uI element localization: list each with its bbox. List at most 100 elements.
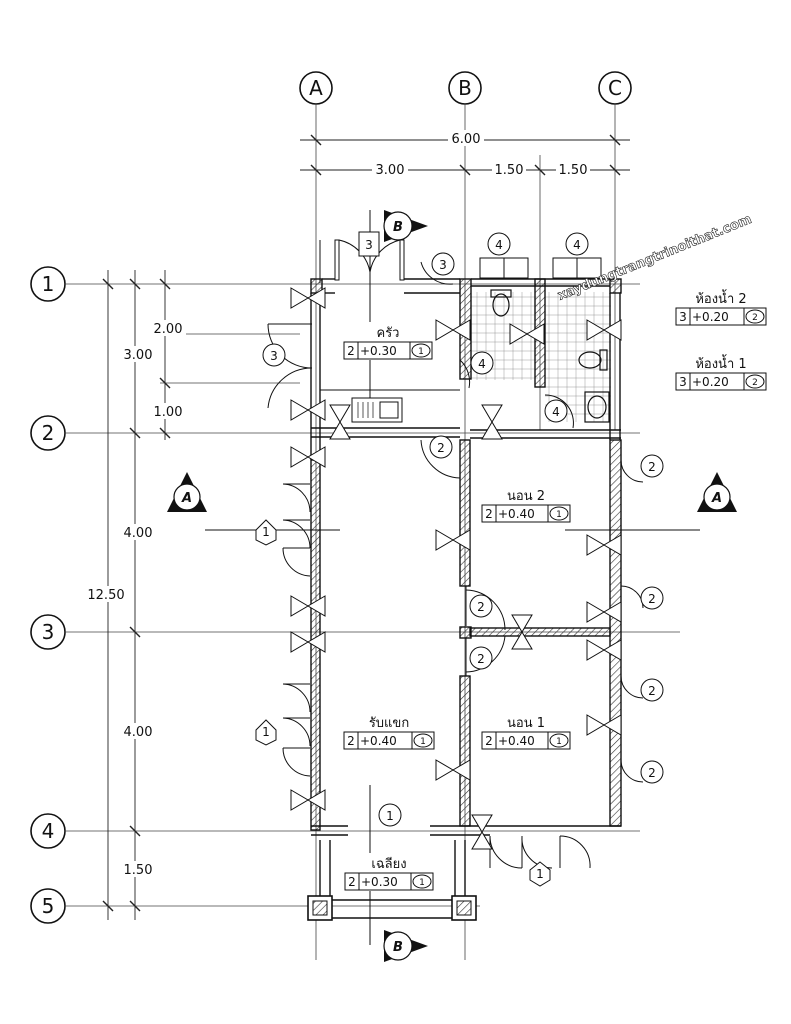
dim-total-length: 12.50 <box>87 588 124 603</box>
svg-text:4: 4 <box>573 238 581 252</box>
dim-span-4-5: 1.50 <box>124 863 153 878</box>
opening-marker <box>586 601 605 623</box>
columns <box>307 895 477 921</box>
room-level: +0.40 <box>498 734 535 748</box>
door-tag: 2 <box>429 435 453 459</box>
dimension-labels: 6.00 3.00 1.50 1.50 12.50 3.00 4.00 4.00… <box>87 130 590 878</box>
opening-marker <box>435 529 454 551</box>
room-code: 3 <box>679 375 687 389</box>
door-tag: 4 <box>544 399 568 423</box>
room-level: +0.40 <box>498 507 535 521</box>
dim-span-mid-c: 1.50 <box>559 163 588 178</box>
opening-marker <box>307 789 326 811</box>
opening-marker <box>481 421 503 440</box>
door-tag: 3 <box>262 343 286 367</box>
tags: 3 3 3 4 4 4 4 2 2 2 2 2 2 2 1 1 1 1 <box>255 231 664 887</box>
window-tag: 2 <box>640 760 664 784</box>
svg-text:A: A <box>309 76 323 100</box>
grid-bubble-4: 4 <box>30 813 66 849</box>
svg-text:5: 5 <box>42 894 55 918</box>
svg-text:1: 1 <box>42 272 55 296</box>
opening-marker <box>452 529 471 551</box>
opening-marker <box>586 639 605 661</box>
room-level: +0.30 <box>360 344 397 358</box>
column-bubbles: A B C <box>299 71 632 105</box>
svg-text:3: 3 <box>439 258 447 272</box>
section-marker-b-bottom: B <box>369 785 428 962</box>
opening-marker <box>481 404 503 423</box>
opening-marker <box>603 639 622 661</box>
room-level: +0.20 <box>692 310 729 324</box>
grid-bubble-c: C <box>598 71 632 105</box>
opening-marker <box>290 399 309 421</box>
windows <box>479 257 602 279</box>
door-tag: 3 <box>431 252 455 276</box>
opening-marker <box>603 714 622 736</box>
grid-bubble-2: 2 <box>30 415 66 451</box>
room-code: 2 <box>348 875 356 889</box>
door-tag: 4 <box>470 351 494 375</box>
room-code: 2 <box>347 344 355 358</box>
section-marker-b-top: B <box>369 210 428 398</box>
opening-marker <box>290 789 309 811</box>
room-label-kitchen: ครัว 2 +0.30 1 <box>343 322 433 360</box>
dim-span-3-4: 4.00 <box>124 725 153 740</box>
room-floor: 1 <box>419 878 425 888</box>
room-code: 2 <box>485 507 493 521</box>
room-code: 2 <box>347 734 355 748</box>
opening-marker <box>290 595 309 617</box>
room-name: ครัว <box>377 326 400 341</box>
opening-marker <box>290 446 309 468</box>
opening-marker <box>307 631 326 653</box>
room-name: นอน 1 <box>507 716 545 731</box>
room-level: +0.20 <box>692 375 729 389</box>
svg-text:4: 4 <box>495 238 503 252</box>
svg-text:1: 1 <box>262 725 270 739</box>
svg-text:2: 2 <box>42 421 55 445</box>
svg-text:3: 3 <box>365 238 373 252</box>
room-floor: 2 <box>752 313 758 323</box>
opening-marker <box>307 446 326 468</box>
svg-text:4: 4 <box>42 819 55 843</box>
opening-marker <box>526 323 545 345</box>
svg-text:C: C <box>608 76 622 100</box>
svg-text:2: 2 <box>648 460 656 474</box>
svg-text:2: 2 <box>648 592 656 606</box>
room-level: +0.40 <box>360 734 397 748</box>
opening-marker <box>329 421 351 440</box>
washbasin-icon <box>584 391 610 423</box>
window-tag: 4 <box>565 232 589 256</box>
room-floor: 1 <box>556 737 562 747</box>
room-code: 2 <box>485 734 493 748</box>
opening-marker <box>603 534 622 556</box>
grid-bubble-a: A <box>299 71 333 105</box>
opening-marker <box>290 287 309 309</box>
dim-span-a-b: 3.00 <box>376 163 405 178</box>
room-name: ห้องน้ำ 1 <box>695 354 746 372</box>
dim-span-2-3: 4.00 <box>124 526 153 541</box>
window-tag: 1 <box>529 861 551 887</box>
room-name: นอน 2 <box>507 489 545 504</box>
room-floor: 1 <box>418 347 424 357</box>
opening-marker <box>290 631 309 653</box>
dim-span-b-mid: 1.50 <box>495 163 524 178</box>
opening-marker <box>452 759 471 781</box>
svg-text:3: 3 <box>42 620 55 644</box>
door-tag: 2 <box>469 594 493 618</box>
svg-text:4: 4 <box>478 357 486 371</box>
window-tag: 2 <box>640 678 664 702</box>
opening-marker <box>435 759 454 781</box>
opening-marker <box>307 287 326 309</box>
door-tag: 2 <box>469 646 493 670</box>
opening-marker <box>307 399 326 421</box>
svg-text:B: B <box>458 76 472 100</box>
opening-marker <box>471 831 493 850</box>
svg-text:2: 2 <box>437 441 445 455</box>
opening-marker <box>452 319 471 341</box>
toilet-icon <box>578 349 608 371</box>
grid-bubble-b: B <box>448 71 482 105</box>
doors <box>267 239 644 869</box>
